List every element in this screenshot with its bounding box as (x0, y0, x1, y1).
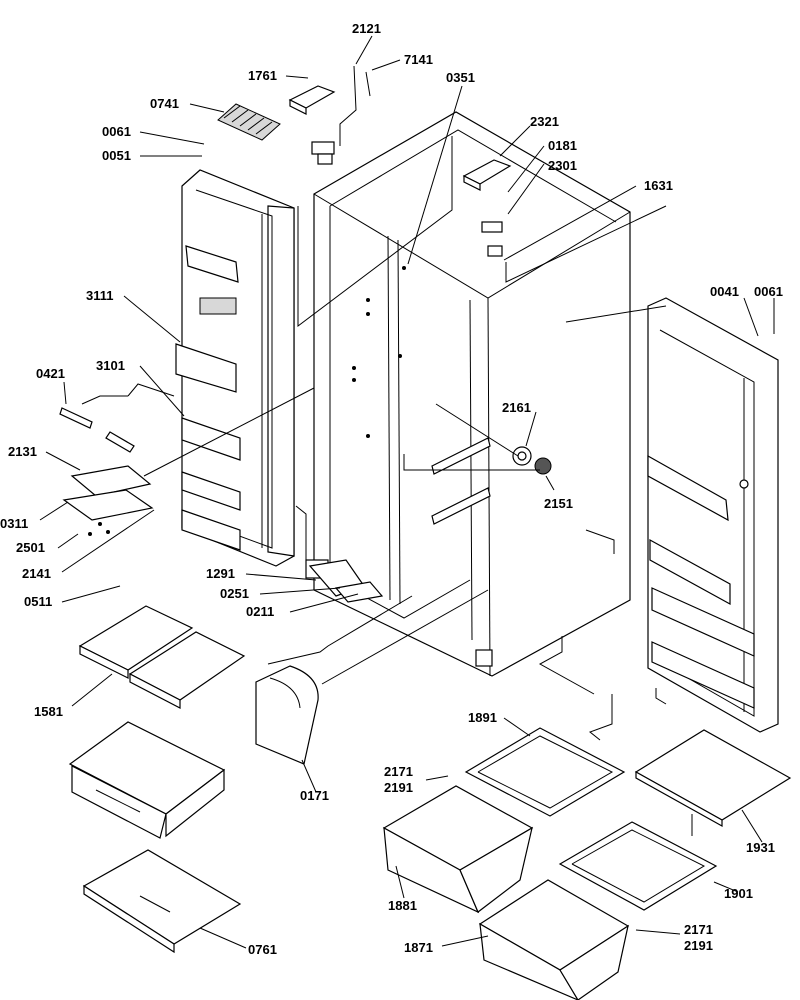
label-1881: 1881 (388, 898, 417, 913)
crisper-cover-1901 (558, 821, 718, 911)
fresh-food-door-bins (647, 454, 755, 709)
label-0051: 0051 (102, 148, 131, 163)
right-hinge-bracket (481, 221, 503, 257)
label-0061-right: 0061 (754, 284, 783, 299)
right-hinge-cover (462, 159, 512, 191)
label-0181: 0181 (548, 138, 577, 153)
label-0741: 0741 (150, 96, 179, 111)
routing-lines (81, 136, 693, 836)
label-0061-top: 0061 (102, 124, 131, 139)
cabinet-shelf-rails (431, 437, 491, 525)
label-1761: 1761 (248, 68, 277, 83)
label-0211: 0211 (246, 604, 274, 619)
label-2301: 2301 (548, 158, 577, 173)
dispenser-bracket-2131 (62, 465, 154, 536)
left-hinge-bracket (311, 65, 371, 165)
damper-2161 (512, 446, 532, 466)
label-0761: 0761 (248, 942, 277, 957)
crisper-drawer-1871 (478, 879, 630, 1000)
label-2191-lower: 2191 (684, 938, 713, 953)
label-2161: 2161 (502, 400, 531, 415)
left-hinge-cover (288, 85, 336, 115)
label-0311: 0311 (0, 516, 28, 531)
crisper-drawer-1881 (382, 785, 534, 914)
tube-0421 (59, 407, 135, 453)
label-2131: 2131 (8, 444, 37, 459)
label-3101: 3101 (96, 358, 125, 373)
label-2151: 2151 (544, 496, 573, 511)
label-1631: 1631 (644, 178, 673, 193)
label-0421: 0421 (36, 366, 65, 381)
label-2171-lower: 2171 (684, 922, 713, 937)
label-1871: 1871 (404, 940, 433, 955)
label-1891: 1891 (468, 710, 497, 725)
cabinet-screws (352, 266, 406, 438)
freezer-shelf-0761 (82, 849, 242, 954)
label-2171-upper: 2171 (384, 764, 413, 779)
grille-0741 (217, 103, 281, 141)
crisper-cover-1891 (464, 727, 626, 817)
part-labels: 2121 7141 1761 0351 0741 2321 0061 0181 … (0, 21, 783, 957)
leader-lines (39, 35, 775, 949)
freezer-shelf-1581-right (128, 631, 246, 709)
label-0251: 0251 (220, 586, 249, 601)
label-1931: 1931 (746, 840, 775, 855)
label-2191-upper: 2191 (384, 780, 413, 795)
label-3111: 3111 (86, 288, 114, 303)
freezer-basket (68, 721, 226, 839)
label-0351: 0351 (446, 70, 475, 85)
label-2501: 2501 (16, 540, 45, 555)
label-0511: 0511 (24, 594, 52, 609)
label-0171: 0171 (300, 788, 329, 803)
label-1291: 1291 (206, 566, 235, 581)
label-2321: 2321 (530, 114, 559, 129)
freezer-door-bins (175, 245, 241, 551)
label-2121: 2121 (352, 21, 381, 36)
damper-knob-2151 (534, 457, 552, 475)
label-0041: 0041 (710, 284, 739, 299)
freezer-shelf-1581-left (78, 605, 194, 679)
cover-0171 (255, 665, 319, 765)
label-1901: 1901 (724, 886, 753, 901)
label-2141: 2141 (22, 566, 51, 581)
label-7141: 7141 (404, 52, 433, 67)
label-1581: 1581 (34, 704, 63, 719)
glass-shelf-1931 (634, 729, 792, 828)
